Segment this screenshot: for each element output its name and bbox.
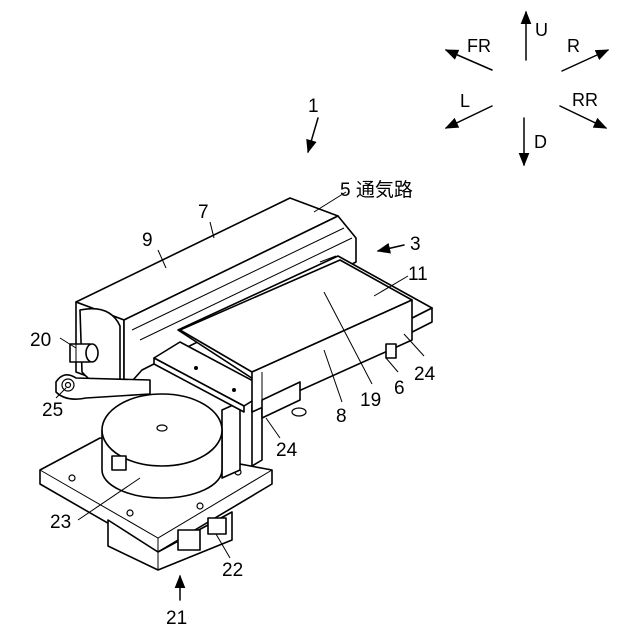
label-22: 22 <box>222 560 243 581</box>
label-25: 25 <box>42 400 63 421</box>
label-23: 23 <box>50 512 71 533</box>
label-24-lower: 24 <box>276 440 298 461</box>
label-u: U <box>535 20 548 40</box>
label-24-right: 24 <box>414 364 436 385</box>
label-8: 8 <box>336 406 347 427</box>
leader-6 <box>386 358 398 372</box>
label-3: 3 <box>410 234 421 255</box>
label-20: 20 <box>30 330 51 351</box>
label-6: 6 <box>394 378 405 399</box>
drum <box>102 394 222 498</box>
leader-24-lower <box>266 418 280 438</box>
direction-compass: U D FR R L RR <box>446 12 608 165</box>
label-9: 9 <box>142 230 153 251</box>
label-fr: FR <box>467 36 491 56</box>
label-rr: RR <box>572 90 598 110</box>
label-21: 21 <box>166 608 187 629</box>
label-1: 1 <box>308 96 319 117</box>
label-5: 5 通気路 <box>340 179 413 201</box>
leader-3 <box>378 245 404 251</box>
leader-24-right <box>404 334 424 356</box>
label-r: R <box>567 36 580 56</box>
leader-20 <box>60 338 76 348</box>
label-7: 7 <box>198 202 209 223</box>
label-l: L <box>460 91 470 111</box>
apparatus-drawing <box>40 198 432 570</box>
label-d: D <box>534 132 547 152</box>
label-11: 11 <box>408 264 428 285</box>
link-25 <box>56 375 150 399</box>
leader-1 <box>308 118 318 152</box>
label-19: 19 <box>360 390 381 411</box>
